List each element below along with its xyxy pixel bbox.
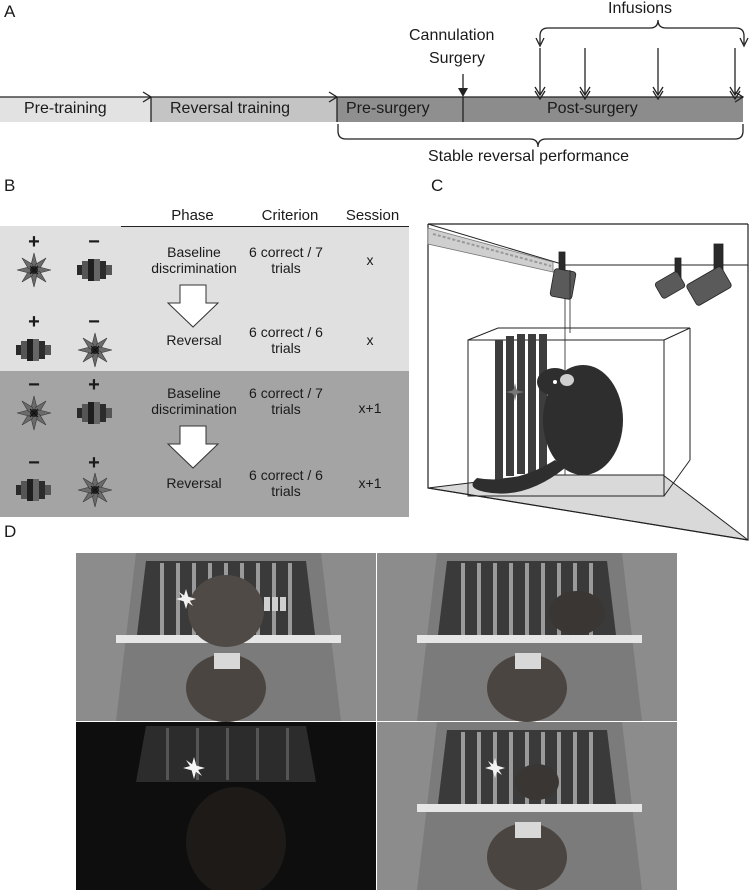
stimulus-bars-row3	[77, 402, 112, 424]
stimulus-star-row4	[77, 472, 113, 508]
sign-row4-right: +	[88, 452, 100, 474]
phase-row4: Reversal	[166, 475, 222, 491]
sign-row2-right: −	[88, 311, 100, 333]
table-header-rule	[121, 226, 409, 227]
stage-bar-postsurgery	[463, 97, 743, 122]
sign-row1-left: +	[28, 231, 40, 253]
session-row4: x+1	[358, 475, 382, 491]
stage-bar-pretraining	[0, 97, 151, 122]
phase-row3: Baseline discrimination	[151, 385, 237, 417]
stage-bar-presurgery	[337, 97, 463, 122]
stimulus-star-row3	[16, 395, 52, 431]
header-criterion: Criterion	[261, 207, 319, 224]
stable-performance-label: Stable reversal performance	[428, 148, 629, 165]
phase-row2: Reversal	[166, 332, 222, 348]
photo-bottom-right	[377, 722, 677, 890]
surgery-label-line1: Cannulation	[409, 27, 495, 44]
criterion-row3: 6 correct / 7 trials	[249, 385, 323, 417]
stage-label-postsurgery: Post-surgery	[547, 100, 638, 117]
panel-label-d: D	[4, 522, 17, 541]
criterion-row2: 6 correct / 6 trials	[249, 324, 323, 356]
session-row2: x	[366, 332, 374, 348]
phase-row1: Baseline discrimination	[151, 244, 237, 276]
apparatus-illustration	[427, 223, 749, 541]
panel-label-b: B	[4, 176, 16, 195]
video-frames-grid	[76, 553, 677, 890]
session-row1: x	[366, 252, 374, 268]
stimulus-bars-row2	[16, 339, 51, 361]
infusions-label: Infusions	[608, 0, 673, 17]
sign-row1-right: −	[88, 231, 100, 253]
stage-label-pretraining: Pre-training	[24, 100, 107, 117]
criterion-row4: 6 correct / 6 trials	[249, 467, 323, 499]
stimulus-star-row2	[77, 332, 113, 368]
header-session: Session	[345, 207, 400, 224]
timeline-graphic	[0, 19, 749, 148]
arrow-down-1	[167, 284, 219, 328]
panel-label-c: C	[431, 176, 444, 195]
sign-row3-right: +	[88, 374, 100, 396]
surgery-label-line2: Surgery	[429, 50, 486, 67]
photo-bottom-left	[76, 722, 376, 890]
stimulus-bars-row1	[77, 259, 112, 281]
photo-top-left	[76, 553, 376, 722]
stimulus-star-row1	[16, 252, 52, 288]
arrow-down-2	[167, 425, 219, 469]
stage-label-reversal-training: Reversal training	[170, 100, 291, 117]
stage-bar-reversal-training	[151, 97, 337, 122]
photo-top-right	[377, 553, 677, 722]
session-row3: x+1	[358, 400, 382, 416]
sign-row3-left: −	[28, 374, 40, 396]
sign-row2-left: +	[28, 311, 40, 333]
stimulus-bars-row4	[16, 479, 51, 501]
criterion-row1: 6 correct / 7 trials	[249, 244, 323, 276]
sign-row4-left: −	[28, 452, 40, 474]
panel-label-a: A	[4, 2, 16, 21]
header-phase: Phase	[171, 207, 214, 224]
stage-label-presurgery: Pre-surgery	[346, 100, 430, 117]
